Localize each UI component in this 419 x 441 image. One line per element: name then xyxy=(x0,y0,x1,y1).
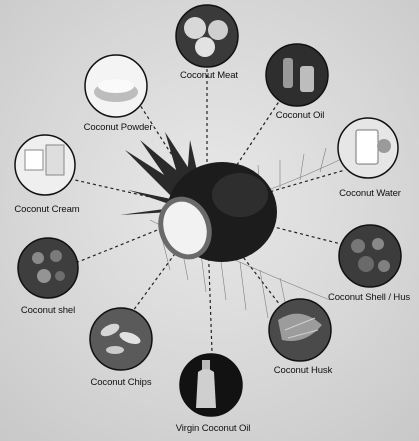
coconut-shell-hus-image xyxy=(339,225,401,287)
label-coconut-meat: Coconut Meat xyxy=(180,70,238,81)
virgin-coconut-oil-image xyxy=(180,354,242,416)
label-coconut-shell-hus: Coconut Shell / Hus xyxy=(328,292,410,303)
label-coconut-water: Coconut Water xyxy=(339,188,401,199)
label-coconut-shel: Coconut shel xyxy=(21,305,75,316)
coconut-water-image xyxy=(338,118,398,178)
label-virgin-coconut-oil: Virgin Coconut Oil xyxy=(176,423,251,434)
label-coconut-husk: Coconut Husk xyxy=(274,365,332,376)
label-coconut-cream: Coconut Cream xyxy=(14,204,79,215)
label-coconut-chips: Coconut Chips xyxy=(90,377,151,388)
coconut-cream-image xyxy=(15,135,75,195)
coconut-chips-image xyxy=(90,308,152,370)
coconut-powder-image xyxy=(85,55,147,117)
coconut-husk-image xyxy=(269,299,331,361)
label-coconut-oil: Coconut Oil xyxy=(276,110,325,121)
coconut-meat-image xyxy=(176,5,238,67)
coconut-shel-image xyxy=(18,238,78,298)
label-coconut-powder: Coconut Powder xyxy=(84,122,153,133)
coconut-oil-image xyxy=(266,44,328,106)
